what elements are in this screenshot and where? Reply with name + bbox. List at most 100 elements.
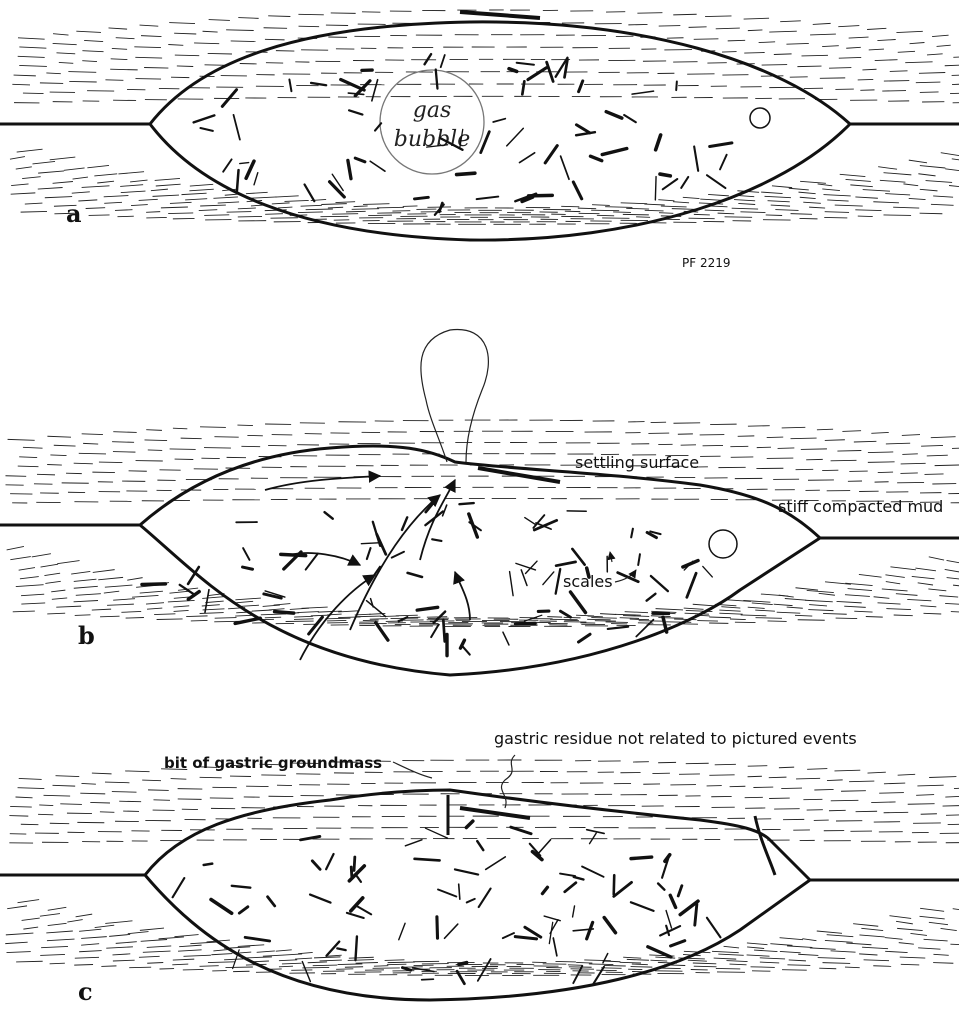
panel-label-c: c: [78, 977, 93, 1006]
mud-dash: [929, 557, 944, 560]
mud-dash: [200, 613, 224, 614]
fish-scale: [142, 584, 165, 585]
mud-dash: [809, 207, 825, 208]
mud-dash: [105, 80, 123, 81]
mud-dash: [924, 939, 948, 941]
mud-dash: [801, 449, 827, 450]
fish-scale: [561, 156, 569, 179]
mud-dash: [117, 216, 133, 217]
mud-dash: [893, 207, 919, 208]
fish-scale: [683, 561, 698, 567]
mud-dash: [146, 430, 162, 431]
fish-scale: [503, 933, 514, 938]
mud-dash: [901, 964, 919, 965]
mud-dash: [920, 916, 945, 919]
mud-dash: [604, 965, 626, 966]
mud-dash: [874, 597, 890, 599]
mud-dash: [19, 457, 37, 458]
mud-dash: [301, 205, 322, 206]
mud-dash: [952, 75, 959, 76]
mud-dash: [576, 615, 594, 616]
fish-scale: [608, 627, 628, 629]
fish-scale: [356, 905, 371, 914]
mud-dash: [185, 199, 207, 200]
mud-dash: [777, 612, 801, 613]
fish-scale: [367, 548, 371, 559]
mud-dash: [202, 597, 225, 599]
mud-dash: [839, 57, 861, 58]
mud-dash: [156, 184, 181, 186]
mud-dash: [929, 922, 948, 924]
collapsed-vesicle-c: [755, 816, 775, 875]
mud-dash: [16, 585, 44, 587]
mud-dash: [283, 954, 302, 955]
mud-dash: [916, 82, 941, 83]
fish-scale: [631, 902, 654, 911]
mud-dash: [840, 174, 866, 176]
mud-dash: [954, 788, 959, 789]
mud-dash: [116, 38, 135, 39]
fish-scale: [528, 68, 546, 80]
mud-dash: [46, 73, 60, 74]
mud-dash: [226, 30, 254, 31]
mud-dash: [297, 612, 319, 613]
mud-dash: [951, 612, 959, 613]
fish-scale: [194, 115, 215, 122]
fish-scale: [243, 567, 253, 569]
gas-bubble-label-1: gas: [413, 98, 452, 123]
mud-dash: [215, 618, 237, 619]
mud-dash: [705, 210, 725, 211]
label-settling-surface: settling surface: [575, 453, 699, 472]
mud-dash: [119, 801, 141, 802]
mud-dash: [700, 199, 721, 200]
mud-dash: [814, 789, 833, 790]
mud-dash: [787, 965, 810, 966]
label-stiff-compacted-mud: stiff compacted mud: [778, 497, 943, 516]
mud-dash: [868, 462, 895, 463]
fish-scale: [312, 861, 320, 869]
mud-dash: [385, 960, 405, 961]
mud-dash: [708, 194, 729, 195]
mud-dash: [173, 428, 187, 429]
mud-dash: [325, 618, 350, 619]
mud-dash: [748, 426, 770, 427]
mud-dash: [265, 214, 283, 215]
fish-scale: [415, 859, 440, 861]
mud-dash: [755, 610, 775, 611]
fish-scale: [624, 115, 636, 122]
mud-dash: [76, 31, 101, 32]
mud-dash: [902, 435, 920, 436]
mud-dash: [105, 921, 132, 924]
mud-dash: [885, 938, 903, 940]
fish-scale: [678, 886, 682, 896]
mud-dash: [9, 816, 28, 817]
mud-dash: [278, 207, 292, 208]
mud-dash: [104, 196, 129, 197]
fish-scale: [509, 69, 517, 72]
mud-dash: [587, 619, 610, 620]
fish-scale: [370, 161, 385, 171]
mud-dash: [748, 766, 768, 767]
mud-dash: [272, 203, 290, 204]
mud-dash: [933, 954, 948, 955]
mud-dash: [855, 197, 877, 198]
mud-dash: [144, 67, 168, 68]
mud-dash: [945, 169, 959, 171]
mud-dash: [791, 438, 817, 439]
mud-dash: [883, 215, 911, 216]
fish-scale: [576, 132, 595, 135]
mud-dash: [113, 599, 135, 600]
mud-dash: [338, 964, 363, 965]
mud-dash: [169, 23, 195, 24]
mud-dash: [104, 591, 119, 593]
mud-dash: [868, 772, 886, 773]
mud-dash: [817, 429, 833, 430]
fish-scale: [556, 569, 561, 594]
fish-scale: [681, 177, 688, 188]
mud-dash: [298, 952, 313, 953]
fish-scale: [351, 867, 352, 877]
mud-dash: [661, 206, 687, 207]
mud-dash: [620, 962, 641, 963]
mud-dash: [627, 959, 649, 960]
